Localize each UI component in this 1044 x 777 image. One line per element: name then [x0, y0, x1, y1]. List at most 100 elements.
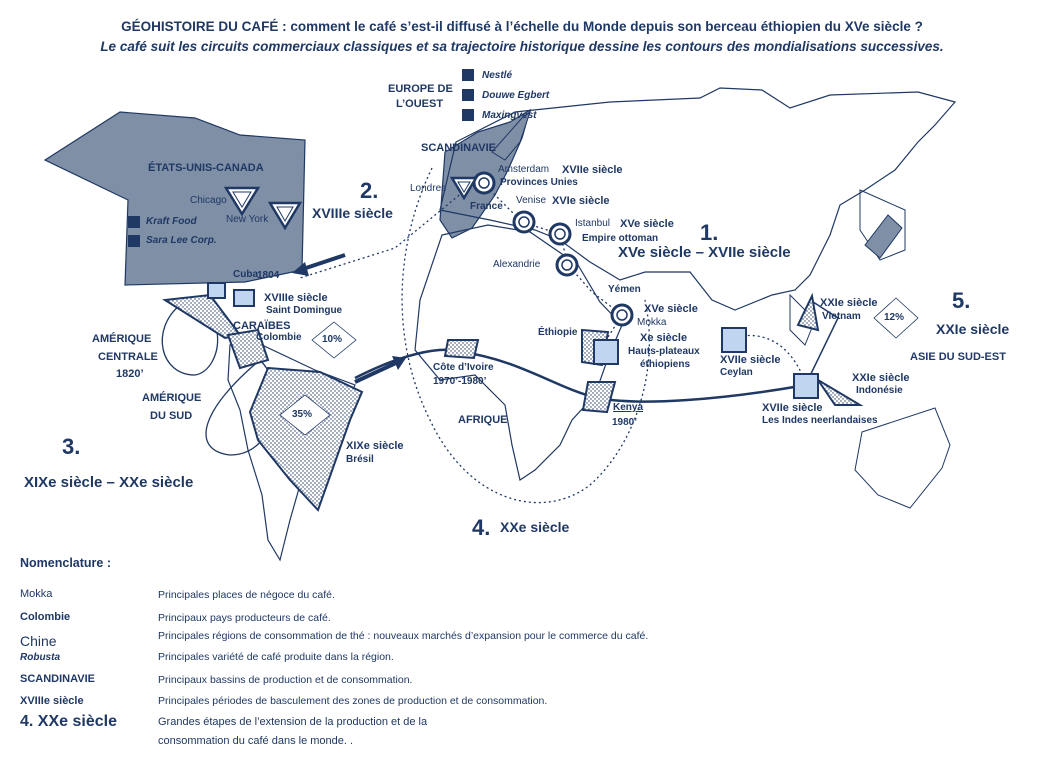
mokka-marker — [610, 303, 634, 327]
map-title: GÉOHISTOIRE DU CAFÉ : comment le café s’… — [121, 19, 923, 34]
arrow-west — [299, 253, 346, 272]
alexandrie-marker — [555, 253, 579, 277]
label-france: France — [470, 201, 503, 212]
label-kenya: Kenya — [613, 402, 644, 413]
brand-nestle: Nestlé — [482, 70, 513, 81]
saint-domingue-square — [233, 289, 255, 307]
circuit-main — [354, 348, 807, 403]
londres-marker — [449, 176, 479, 201]
legend-desc-colombie: Principaux pays producteurs de café. — [158, 612, 331, 624]
colombie-diamond — [311, 321, 357, 359]
stage-1-number: 1. — [700, 220, 719, 245]
legend-key-stage: 4. XXe siècle — [20, 713, 117, 730]
ivory-coast-prod — [443, 339, 480, 360]
label-venise-century: XVIe siècle — [552, 195, 610, 207]
label-vietnam-century: XXIe siècle — [820, 297, 878, 309]
share-colombie: 10% — [322, 334, 343, 345]
label-ethiopie: Éthiopie — [538, 327, 578, 338]
cuba-square — [207, 282, 226, 299]
stage-1-text: XVe siècle – XVIIe siècle — [618, 244, 791, 261]
legend-key-century: XVIIIe siècle — [20, 695, 84, 707]
legend-desc-chine: Principales régions de consommation de t… — [158, 630, 649, 642]
label-londres: Londres — [410, 183, 447, 194]
legend-key-scandinavie: SCANDINAVIE — [20, 673, 95, 685]
bresil-diamond — [279, 394, 331, 436]
indonesia-prod — [817, 379, 864, 406]
brand-maxingvest: Maxingvest — [482, 110, 537, 121]
stage-2-number: 2. — [360, 178, 379, 203]
stage-4-number: 4. — [472, 515, 491, 540]
stage-4-text: XXe siècle — [500, 519, 570, 535]
scandinavia-shape — [491, 110, 531, 161]
legend-key-robusta: Robusta — [20, 652, 60, 663]
label-cote-ivoire-2: 1970’-1980’ — [433, 376, 487, 387]
label-empire-ottoman: Empire ottoman — [582, 233, 659, 244]
legend-desc-stage: Grandes étapes de l’extension de la prod… — [158, 716, 428, 728]
label-new-york: New York — [226, 214, 269, 225]
label-cuba: Cuba — [233, 269, 258, 280]
ethiopia-square — [593, 339, 619, 365]
circuit-se-asia — [805, 299, 839, 385]
colombia-prod — [226, 328, 270, 370]
region-asie-se: ASIE DU SUD-EST — [910, 351, 1006, 363]
region-europe-ouest-2: L’OUEST — [396, 98, 444, 110]
istanbul-marker — [548, 222, 572, 246]
region-europe-ouest-1: EUROPE DE — [388, 83, 453, 95]
label-bresil-century: XIXe siècle — [346, 440, 404, 452]
label-bresil: Brésil — [346, 454, 374, 465]
eurasia-outline — [439, 87, 957, 311]
legend-desc-mokka: Principales places de négoce du café. — [158, 589, 335, 601]
legend-desc-century: Principales périodes de basculement des … — [158, 695, 548, 707]
legend-key-mokka: Mokka — [20, 588, 53, 600]
label-ceylan: Ceylan — [720, 367, 753, 378]
stage-1: 1. — [700, 222, 718, 244]
region-amerique-centrale-year: 1820’ — [116, 368, 144, 380]
brand-square-icon — [462, 69, 474, 81]
region-amerique-sud-2: DU SUD — [150, 410, 193, 422]
brazil-prod — [248, 366, 364, 512]
australia-outline — [854, 407, 951, 509]
central-america-prod — [162, 293, 242, 340]
indes-square — [793, 373, 819, 399]
label-indonesie-century: XXIe siècle — [852, 372, 910, 384]
stage-2-text: XVIIIe siècle — [312, 205, 393, 221]
region-amerique-sud-1: AMÉRIQUE — [142, 392, 202, 404]
ceylan-square — [721, 327, 747, 353]
label-yemen: Yémen — [608, 284, 641, 295]
brand-sara-lee: Sara Lee Corp. — [146, 235, 217, 246]
label-alexandrie: Alexandrie — [493, 259, 541, 270]
label-kenya-year: 1980’ — [612, 417, 638, 428]
share-bresil: 35% — [292, 409, 313, 420]
label-amsterdam-century: XVIIe siècle — [562, 164, 623, 176]
brand-square-icon — [128, 216, 140, 228]
label-indes-century: XVIIe siècle — [762, 402, 823, 414]
legend-desc-stage-2: consommation du café dans le monde. . — [158, 735, 354, 747]
label-cuba-year: 1804 — [257, 270, 280, 281]
share-vietnam: 12% — [884, 312, 905, 323]
label-mokka-century: XVe siècle — [644, 303, 698, 315]
label-ceylan-century: XVIIe siècle — [720, 354, 781, 366]
label-indonesie: Indonésie — [856, 385, 903, 396]
label-istanbul: Istanbul — [575, 218, 611, 229]
label-ethiopie-century: Xe siècle — [640, 332, 688, 344]
region-amerique-centrale-1: AMÉRIQUE — [92, 333, 152, 345]
vietnam-diamond — [873, 297, 919, 339]
stage-3-text: XIXe siècle – XXe siècle — [24, 474, 194, 491]
region-caraibes: CARAÏBES — [233, 320, 291, 332]
circuit-asia — [732, 334, 807, 385]
stage-5-text: XXIe siècle — [936, 321, 1010, 337]
stage-5-number: 5. — [952, 288, 971, 313]
map-subtitle: Le café suit les circuits commerciaux cl… — [100, 39, 944, 54]
chicago-marker — [223, 186, 261, 217]
arrow-east — [354, 360, 399, 384]
stage-3-number: 3. — [62, 434, 81, 459]
new-york-marker — [267, 201, 303, 231]
japan-shape — [864, 214, 903, 259]
brand-square-icon — [462, 109, 474, 121]
region-scandinavie: SCANDINAVIE — [421, 142, 496, 154]
circuit-africa-loop — [401, 167, 651, 504]
legend-heading: Nomenclature : — [20, 556, 111, 570]
venise-marker — [512, 210, 536, 234]
label-provinces-unies: Provinces Unies — [500, 177, 578, 188]
